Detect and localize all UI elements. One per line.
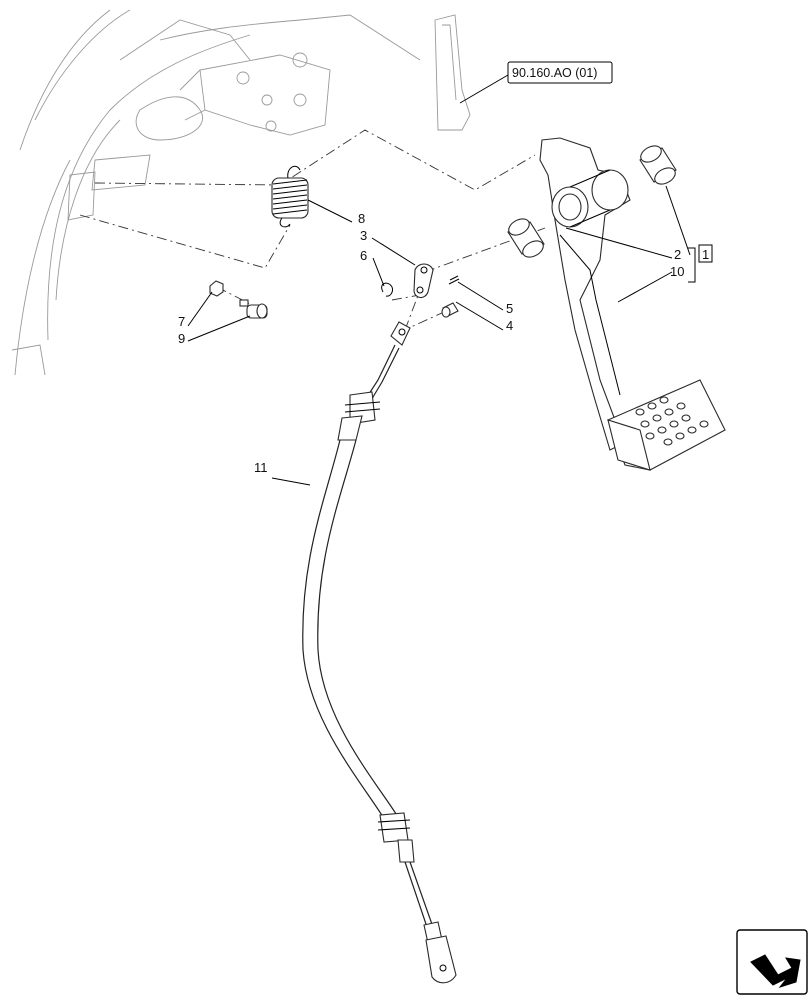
- callout-11: 11: [254, 460, 268, 475]
- callout-5: 5: [506, 301, 513, 316]
- callout-9: 9: [178, 331, 185, 346]
- bushing-lower: [507, 218, 545, 258]
- cross-reference-label[interactable]: 90.160.AO (01): [512, 66, 597, 80]
- bolt: [239, 299, 268, 319]
- next-page-arrow-icon[interactable]: [736, 929, 808, 995]
- kit-reference-box: 1: [698, 244, 713, 263]
- cross-reference-link[interactable]: 90.160.AO (01): [507, 61, 613, 84]
- cab-frame-structure: [11, 9, 471, 376]
- callout-6: 6: [360, 248, 367, 263]
- cotter-pin: [448, 275, 460, 285]
- callout-3: 3: [360, 228, 367, 243]
- pedal-pad-holes: [635, 396, 709, 446]
- control-cable: [302, 321, 457, 984]
- return-spring: [271, 165, 309, 228]
- callout-labels: 2 3 4 5 6 7 8 9 10 11: [178, 211, 684, 475]
- lever-link: [413, 263, 434, 299]
- clip: [381, 282, 393, 297]
- callout-4: 4: [506, 318, 513, 333]
- kit-box-label: 1: [702, 247, 709, 262]
- callout-8: 8: [358, 211, 365, 226]
- leader-lines: [187, 74, 696, 486]
- callout-2: 2: [674, 247, 681, 262]
- assembly-centerlines: [79, 129, 546, 333]
- callout-7: 7: [178, 314, 185, 329]
- hex-nut: [209, 280, 224, 297]
- callout-10: 10: [670, 264, 684, 279]
- brake-pedal: [539, 137, 726, 471]
- clevis-pin: [441, 302, 459, 318]
- bushing-upper: [639, 145, 677, 185]
